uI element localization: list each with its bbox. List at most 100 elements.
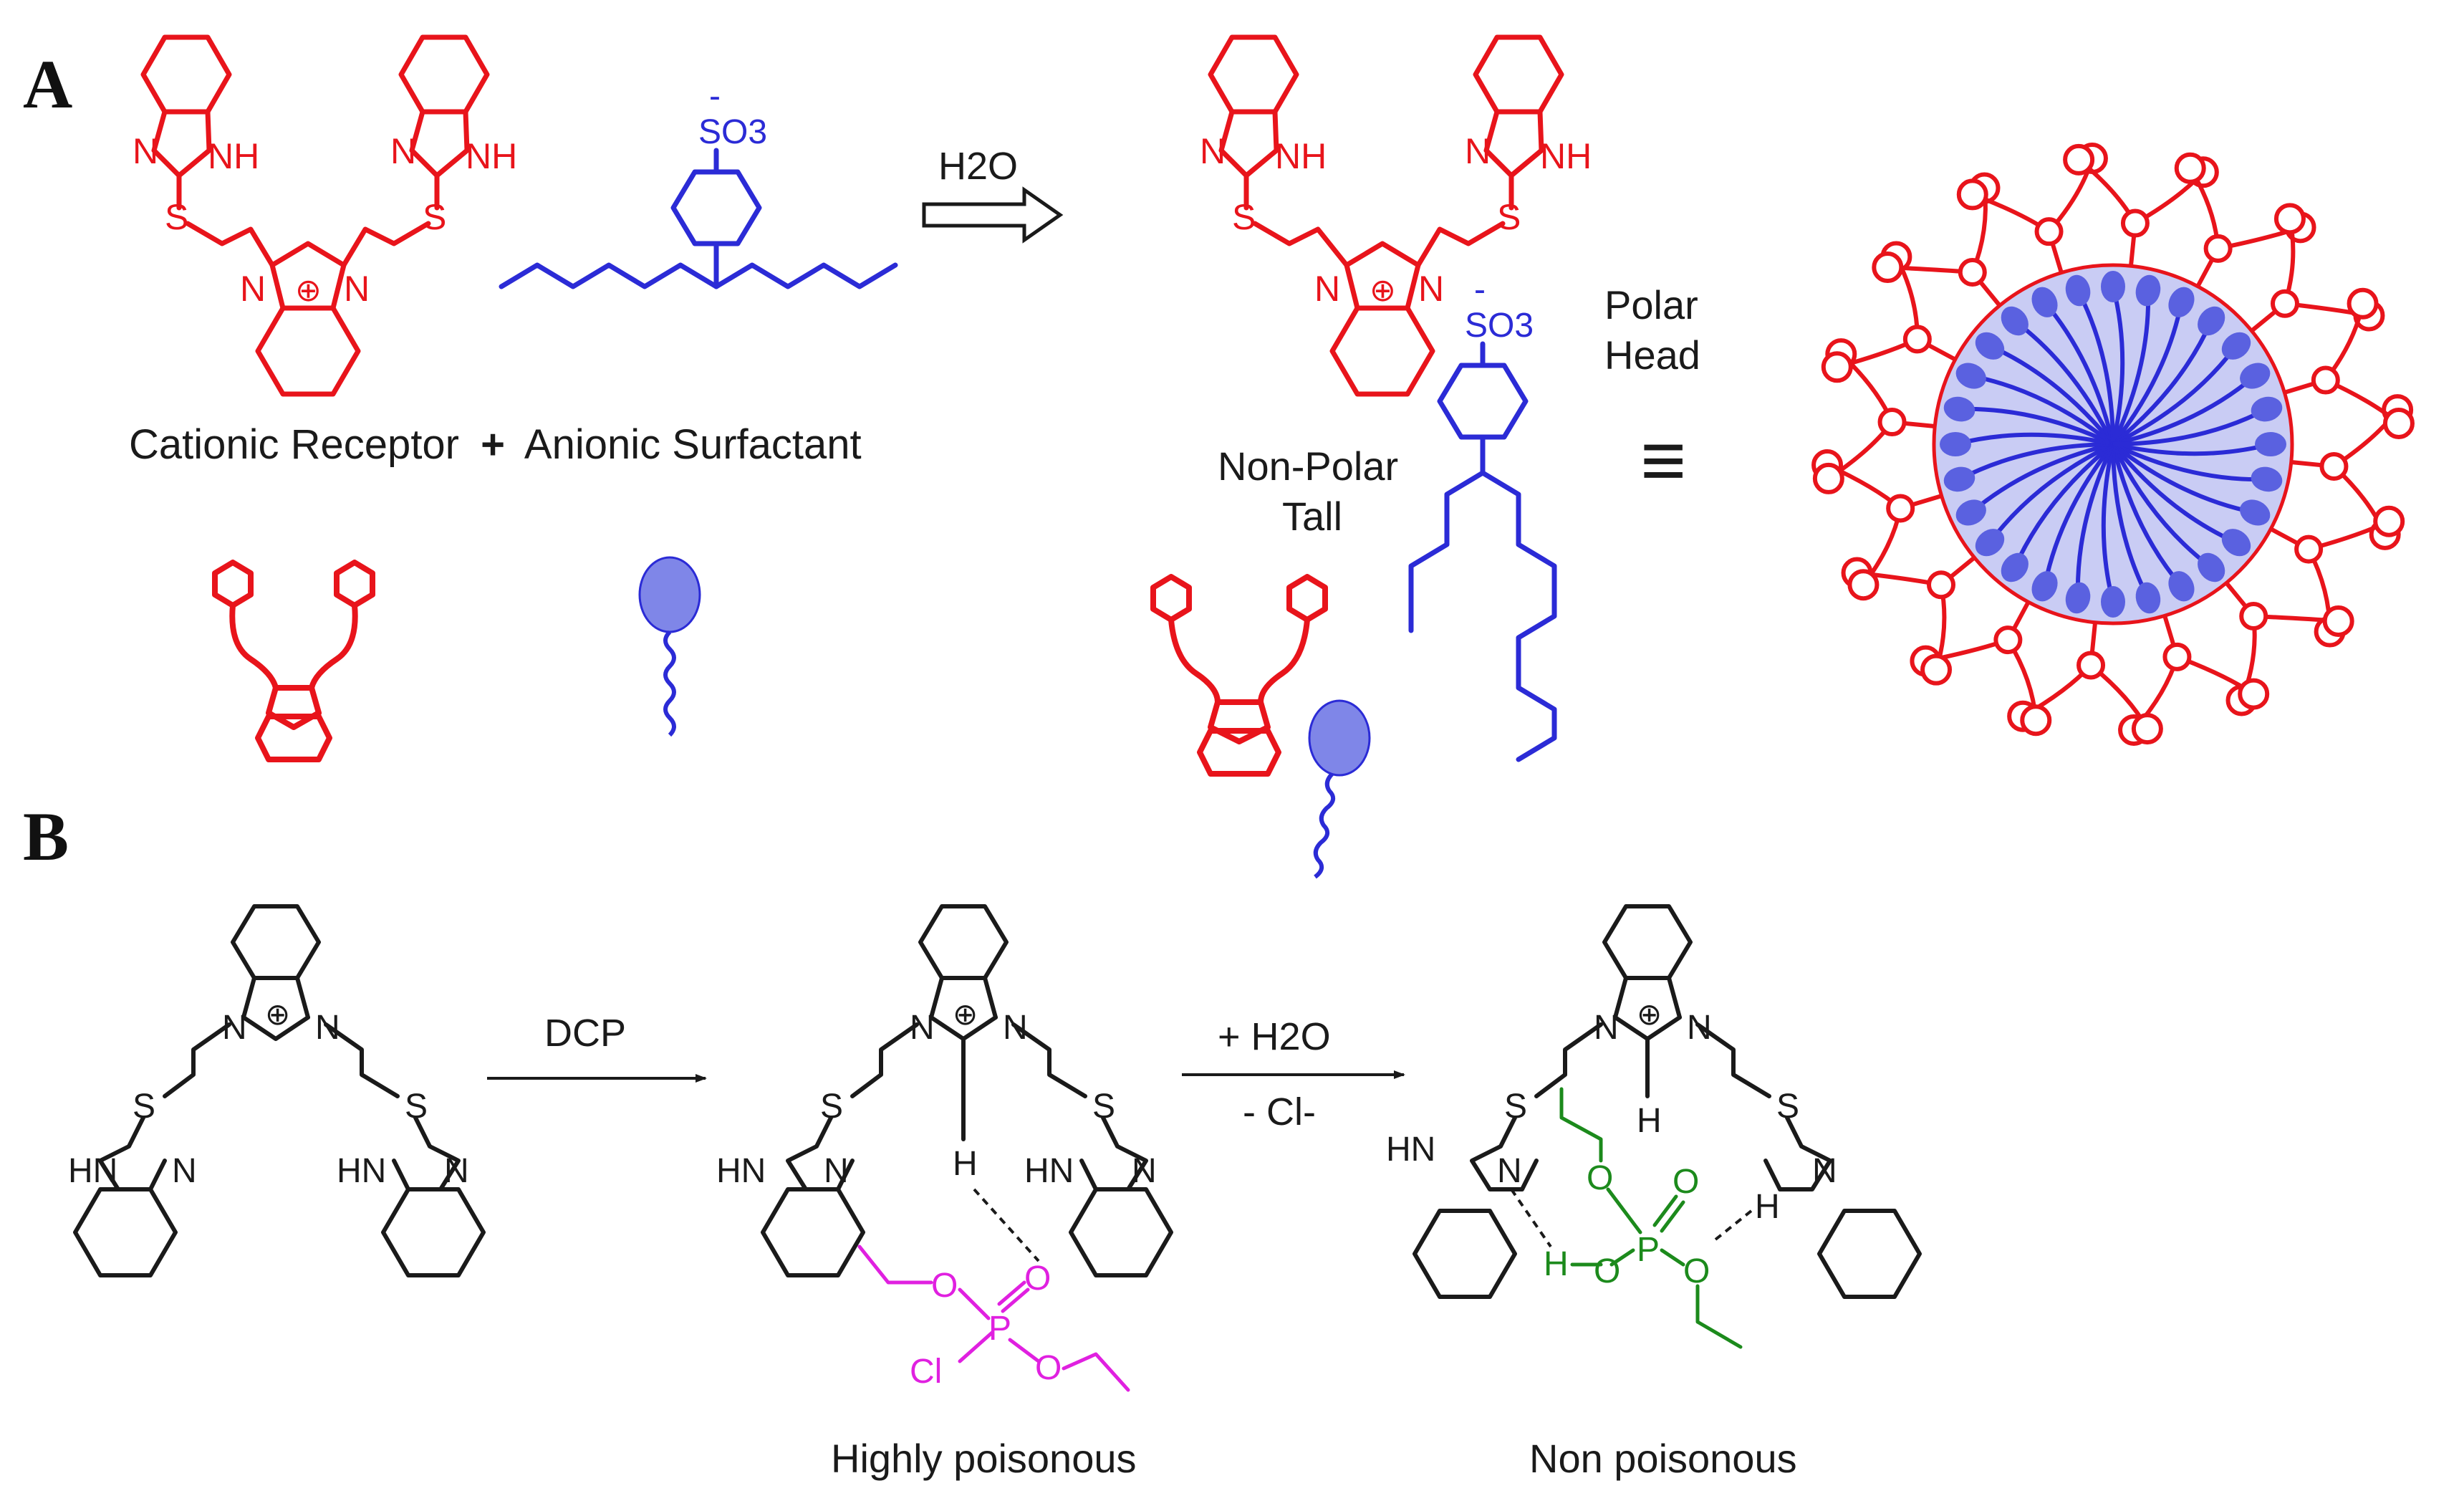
atom-nh-left: NH (208, 136, 259, 176)
complex-atom-n-central-left: N (1314, 269, 1340, 309)
micelle-tail (2043, 300, 2115, 445)
micelle-tail (2112, 320, 2213, 446)
product-n-left: N (1594, 1009, 1619, 1047)
dcp-p: P (988, 1310, 1011, 1348)
micelle-head (2240, 363, 2271, 389)
micelle-head (2221, 332, 2251, 360)
open-reaction-arrow (922, 186, 1064, 244)
micelle-heads (1940, 271, 2286, 618)
micelle-tail (1988, 442, 2114, 544)
intermediate-n-right: N (1003, 1009, 1028, 1047)
micelle-tail (2111, 443, 2213, 570)
phosphate-product-structure (1559, 1087, 1743, 1349)
atom-s-right: S (423, 197, 446, 237)
reactant-n-right: N (315, 1009, 340, 1047)
surfactant-atom-labels: - SO3 (698, 77, 767, 151)
micelle-head (2255, 432, 2286, 456)
micelle-tail (2112, 374, 2257, 446)
micelle-head (1975, 529, 2005, 557)
atom-nh-right: NH (466, 136, 517, 176)
atom-n-left: N (133, 131, 158, 171)
non-poisonous-label: Non poisonous (1529, 1436, 1797, 1481)
micelle-head (2101, 271, 2125, 302)
micelle-tails (1955, 286, 2271, 603)
reactant-hn-left: HN (68, 1152, 117, 1190)
product-h-right: H (1755, 1188, 1780, 1226)
product-n2-left: N (1497, 1152, 1522, 1190)
caption-surfactant: Anionic Surfactant (524, 421, 862, 468)
product-p: P (1637, 1231, 1660, 1269)
complex-receptor-atoms: NH N S NH N S N N ⊕ (1200, 131, 1592, 309)
imidazolium-charge: ⊕ (295, 273, 322, 308)
micelle-head (1955, 363, 1986, 389)
complex-surfactant-atoms: - SO3 (1465, 271, 1534, 345)
complex-atom-n-central-right: N (1418, 269, 1444, 309)
product-charge: ⊕ (1637, 997, 1662, 1031)
micelle-head (1975, 332, 2005, 360)
polar-head-line-2: Head (1604, 332, 1700, 378)
phosphate-product-atoms: O O P H O O (1544, 1159, 1710, 1290)
micelle-head (2031, 571, 2058, 602)
complex-atom-s-left: S (1232, 197, 1256, 237)
micelle-receptor (2283, 287, 2415, 439)
non-polar-line-2: Tall (1282, 494, 1342, 539)
product-o-ester-1: O (1587, 1159, 1613, 1197)
dcp-o-double: O (1024, 1260, 1051, 1298)
atom-s-left: S (165, 197, 188, 237)
intermediate-n2-left: N (824, 1152, 849, 1190)
micelle-tail (2075, 443, 2115, 598)
product-o-double: O (1673, 1163, 1699, 1201)
intermediate-charge: ⊕ (953, 997, 978, 1031)
micelle-head (1940, 432, 1971, 456)
micelle-head (2251, 396, 2283, 422)
micelle-tail (1969, 442, 2114, 514)
micelle-head (2198, 306, 2225, 336)
intermediate-receptor-atoms: N N ⊕ H S S HN N HN N (716, 997, 1157, 1190)
complex-atom-s-right: S (1497, 197, 1521, 237)
complex-atom-nh-left: NH (1275, 136, 1327, 176)
micelle-tail (2112, 407, 2268, 446)
micelle-tail (2111, 286, 2125, 445)
micelle-head (1955, 499, 1986, 526)
product-o-hydroxyl: O (1594, 1252, 1620, 1290)
micelle-head (2101, 586, 2125, 618)
reactant-charge: ⊕ (265, 997, 290, 1031)
non-polar-line-1: Non-Polar (1218, 443, 1398, 489)
hydrogen-bond-right (1714, 1209, 1753, 1241)
micelle-tail (2111, 443, 2183, 588)
intermediate-n-left: N (910, 1009, 935, 1047)
micelle-tail (2042, 443, 2115, 587)
micelle-tail (1959, 406, 2114, 446)
complex-atom-n-right: N (1465, 131, 1491, 171)
caption-left: Cationic Receptor + Anionic Surfactant (129, 421, 862, 468)
panel-label-b: B (23, 798, 69, 875)
dcp-atoms: O O P Cl O (910, 1260, 1062, 1391)
micelle-head (2221, 529, 2251, 557)
micelle-head (2198, 552, 2225, 582)
dcp-o-ester-2: O (1035, 1349, 1062, 1387)
micelle-tail (1958, 442, 2114, 481)
micelle-tail (2013, 319, 2115, 446)
micelle-tail (2112, 442, 2256, 515)
micelle-head (1943, 396, 1975, 422)
micelle-receptor (1812, 338, 1935, 494)
micelle-head (2065, 582, 2091, 614)
micelle-head (2135, 582, 2161, 614)
intermediate-s-left: S (820, 1088, 843, 1126)
complex-surfactant-cartoon (1308, 699, 1371, 879)
intermediate-receptor-structure (761, 904, 1173, 1277)
micelle-tail (2076, 289, 2115, 445)
non-polar-tail-label: Non-Polar Tall (1218, 443, 1398, 539)
complex-receptor-structure (1208, 34, 1564, 397)
product-n-right: N (1687, 1009, 1712, 1047)
micelle-head (2001, 552, 2029, 582)
micelle-tail (2111, 443, 2238, 545)
complex-sulfonate-group: SO3 (1465, 307, 1534, 345)
micelle-head (2251, 466, 2283, 492)
polar-head-line-1: Polar (1604, 282, 1698, 327)
micelle-receptors (1811, 143, 2415, 746)
chloride-loss-label: - Cl- (1243, 1090, 1316, 1133)
cationic-receptor-atom-labels: NH N S NH N S N N ⊕ (133, 131, 517, 309)
micelle-tail (2101, 443, 2115, 603)
